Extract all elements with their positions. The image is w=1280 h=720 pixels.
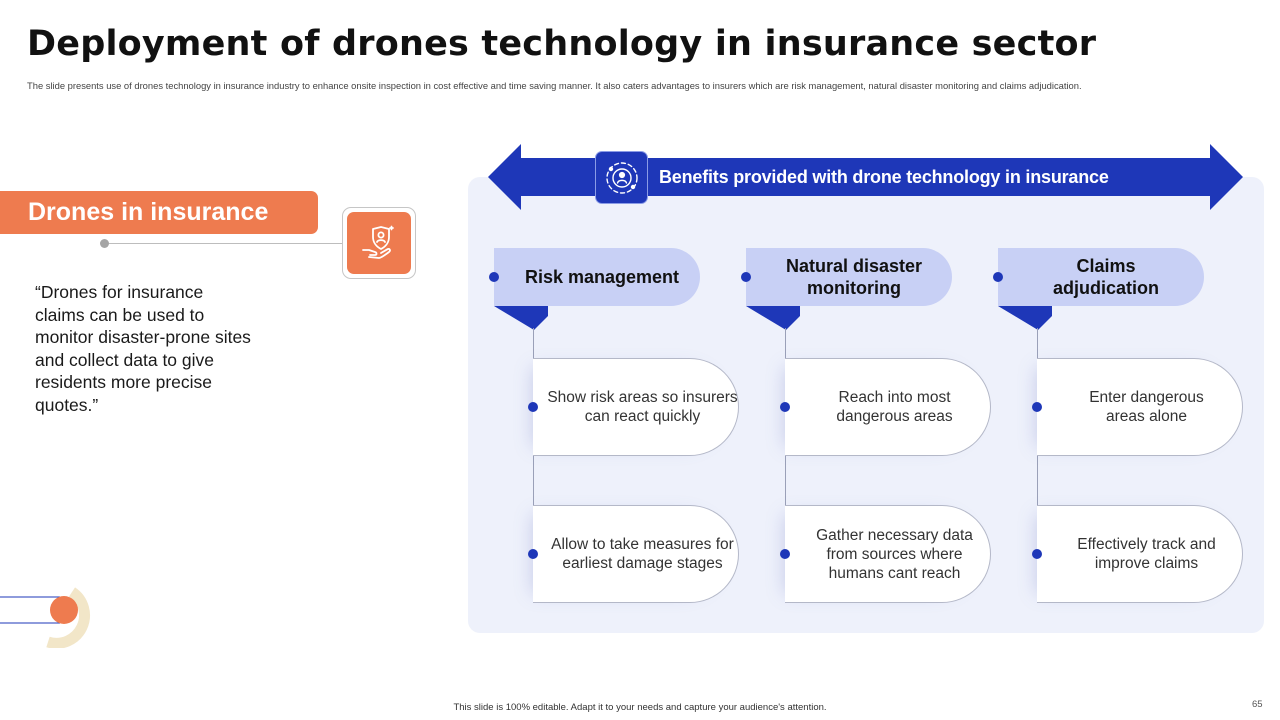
benefit-item: Show risk areas so insurers can react qu…	[528, 358, 739, 456]
item-bullet	[780, 549, 790, 559]
column-header-claims-adjudication: Claims adjudication	[993, 248, 1204, 306]
benefit-item: Effectively track and improve claims	[1032, 505, 1243, 603]
drones-in-insurance-banner: Drones in insurance	[0, 191, 318, 234]
column-line	[1037, 328, 1038, 602]
connector-line	[104, 243, 344, 244]
header-bullet	[993, 272, 1003, 282]
header-bullet	[741, 272, 751, 282]
connector-dot	[100, 239, 109, 248]
benefit-item-text: Enter dangerous areas alone	[1089, 389, 1204, 425]
hand-shield-user-icon	[347, 212, 411, 274]
column-header-risk-management: Risk management	[489, 248, 700, 306]
decorative-circles	[0, 587, 90, 648]
column-header-natural-disaster-monitoring: Natural disaster monitoring	[741, 248, 952, 306]
benefit-item: Gather necessary data from sources where…	[780, 505, 991, 603]
double-arrow-banner	[488, 144, 1243, 210]
item-bullet	[528, 549, 538, 559]
benefit-item-text: Reach into most dangerous areas	[836, 389, 953, 425]
item-bullet	[528, 402, 538, 412]
benefit-item-text: Effectively track and improve claims	[1077, 536, 1216, 572]
header-fold	[998, 306, 1052, 330]
column-header-label: Natural disaster monitoring	[785, 256, 923, 298]
header-bullet	[489, 272, 499, 282]
column-line	[533, 328, 534, 602]
benefit-item: Enter dangerous areas alone	[1032, 358, 1243, 456]
page-number: 65	[1252, 699, 1263, 710]
item-bullet	[780, 402, 790, 412]
item-bullet	[1032, 402, 1042, 412]
benefit-item: Allow to take measures for earliest dama…	[528, 505, 739, 603]
benefit-item-text: Show risk areas so insurers can react qu…	[547, 389, 738, 425]
slide-title: Deployment of drones technology in insur…	[27, 24, 1097, 64]
benefit-item-text: Gather necessary data from sources where…	[816, 526, 973, 582]
drones-quote: “Drones for insurance claims can be used…	[35, 282, 251, 415]
benefit-item-text: Allow to take measures for earliest dama…	[551, 536, 734, 572]
item-bullet	[1032, 549, 1042, 559]
banner-label: Drones in insurance	[28, 198, 269, 226]
slide-footer: This slide is 100% editable. Adapt it to…	[453, 702, 827, 713]
header-fold	[746, 306, 800, 330]
slide-subtitle: The slide presents use of drones technol…	[27, 80, 1082, 91]
column-header-label: Claims adjudication	[1052, 256, 1159, 298]
column-header-label: Risk management	[524, 267, 680, 287]
drone-network-icon	[595, 151, 648, 204]
benefits-heading: Benefits provided with drone technology …	[659, 167, 1109, 187]
column-line	[785, 328, 786, 602]
benefit-item: Reach into most dangerous areas	[780, 358, 991, 456]
header-fold	[494, 306, 548, 330]
